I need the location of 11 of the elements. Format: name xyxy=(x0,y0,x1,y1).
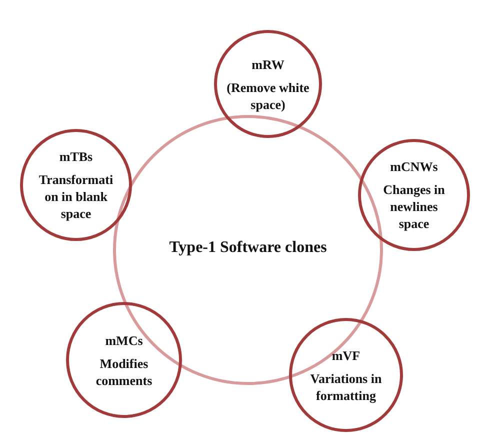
node-description: Variations in formatting xyxy=(309,370,383,404)
node-description: (Remove white space) xyxy=(226,78,310,112)
node-description: Changes in newlines space xyxy=(382,181,446,232)
node-title: mTBs xyxy=(59,148,93,165)
node-description: Modifies comments xyxy=(94,354,154,388)
node-title: mMCs xyxy=(105,332,143,348)
node-title: mVF xyxy=(332,346,360,364)
node-title: mRW xyxy=(252,56,284,72)
node-title: mCNWs xyxy=(390,158,438,175)
node-description: Transformati on in blank space xyxy=(38,171,114,222)
center-label: Type-1 Software clones xyxy=(169,238,327,256)
